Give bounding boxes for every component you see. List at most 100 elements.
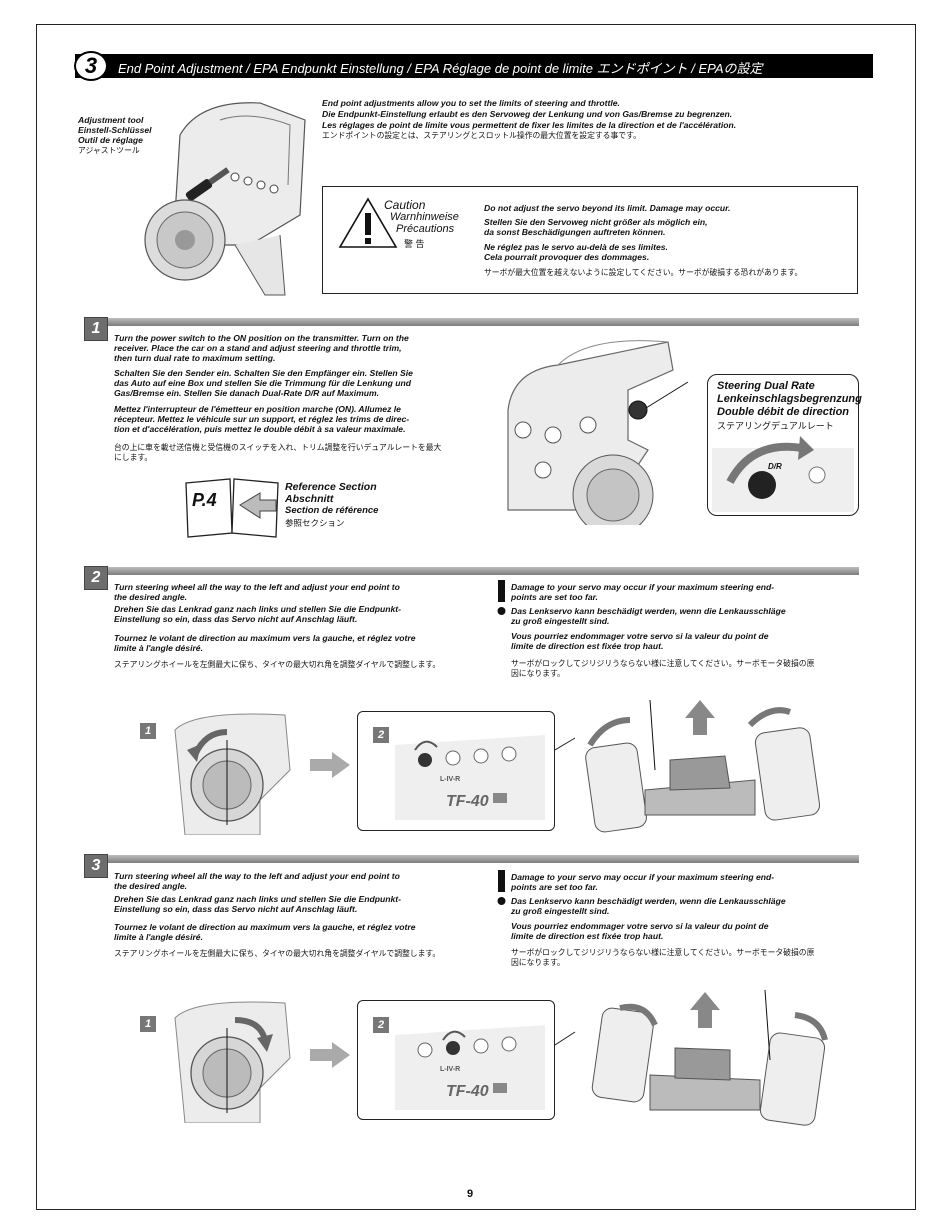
exclamation-icon [497,580,506,615]
warning-ja-2: 因になります。 [511,669,565,678]
step-1-text-de-2: das Auto auf eine Box und stellen Sie di… [114,378,411,388]
reference-book-icon [185,478,279,538]
adjustment-tool-label-en: Adjustment tool [78,115,144,125]
step-3-text-ja: ステアリングホイールを左側最大に保ち、タイヤの最大切れ角を調整ダイヤルで調整しま… [114,949,441,958]
step-1-text-fr-3: tion et d'accélération, puis mettez le d… [114,424,406,434]
reference-label-fr: Section de référence [285,505,379,516]
step-1-text-fr-2: récepteur. Mettez le véhicule sur un sup… [114,414,410,424]
step-2-text-en-1: Turn steering wheel all the way to the l… [114,582,400,592]
step-2-transmitter-model: TF-40 [446,793,489,810]
step-1-text-ja-2: にします。 [114,453,153,462]
adjustment-tool-label-de: Einstell-Schlüssel [78,125,152,135]
warning-triangle-icon [338,197,398,248]
intro-text-de: Die Endpunkt-Einstellung erlaubt es den … [322,109,733,119]
dual-rate-label-fr: Double débit de direction [717,406,850,418]
step-2-text-en-2: the desired angle. [114,592,188,602]
step-1-text-en-2: receiver. Place the car on a stand and a… [114,343,402,353]
step-3-sub-1-badge: 1 [140,1016,156,1032]
step-3-text-de-1: Drehen Sie das Lenkrad ganz nach links u… [114,894,401,904]
caution-label-ja: 警 告 [404,239,425,249]
reference-label-en: Reference Section [285,481,377,493]
step-3-bar [86,855,859,863]
warning-ja-2: 因になります。 [511,958,565,967]
caution-msg-de-2: da sonst Beschädigungen auftreten können… [484,227,666,237]
step-1-text-de-3: Gas/Bremse ein. Stellen Sie danach Dual-… [114,388,380,398]
step-1-text-en-3: then turn dual rate to maximum setting. [114,353,276,363]
dual-rate-label-ja: ステアリングデュアルレート [717,421,834,431]
warning-de-2: zu groß eingestellt sind. [511,616,610,626]
section-header-bar [75,54,873,78]
warning-ja-1: サーボがロックしてジリジリうならない様に注意してください。サーボモータ破損の原 [511,948,815,957]
step-3-text-fr-2: limite à l'angle désiré. [114,932,203,942]
step-3-text-de-2: Einstellung so ein, dass das Servo nicht… [114,904,358,914]
step-2-badge: 2 [84,566,108,590]
step-2-car-steering-illustration [555,699,821,833]
reference-label-de: Abschnitt [285,493,334,505]
next-arrow-icon [310,752,350,778]
section-title: End Point Adjustment / EPA Endpunkt Eins… [118,61,763,76]
next-arrow-icon [310,1042,350,1068]
reference-page: P.4 [192,490,217,510]
exclamation-icon [497,870,506,905]
warning-fr-1: Vous pourriez endommager votre servo si … [511,631,769,641]
warning-en-2: points are set too far. [511,882,598,892]
step-3-transmitter-model: TF-40 [446,1083,489,1100]
step-3-trim-panel-illustration [395,1025,545,1110]
step-3-car-steering-illustration [555,989,828,1126]
caution-msg-fr-2: Cela pourrait provoquer des dommages. [484,252,650,262]
step-2-trim-panel-illustration [395,735,545,820]
reference-label-ja: 参照セクション [285,518,345,528]
transmitter-dual-rate-illustration [507,340,689,525]
step-1-badge: 1 [84,317,108,341]
step-3-transmitter-brand: L-IV-R [440,1066,461,1073]
warning-en-2: points are set too far. [511,592,598,602]
step-3-sub-2-badge: 2 [373,1017,389,1033]
page-number: 9 [467,1188,474,1200]
dual-rate-label-en: Steering Dual Rate [717,380,815,392]
caution-msg-en: Do not adjust the servo beyond its limit… [484,203,731,213]
warning-ja-1: サーボがロックしてジリジリうならない様に注意してください。サーボモータ破損の原 [511,659,815,668]
warning-en-1: Damage to your servo may occur if your m… [511,582,775,592]
step-1-text-en-1: Turn the power switch to the ON position… [114,333,409,343]
warning-de-1: Das Lenkservo kann beschädigt werden, we… [511,606,786,616]
step-2-text-de-2: Einstellung so ein, dass das Servo nicht… [114,614,358,624]
step-2-bar [86,567,859,575]
intro-text-ja: エンドポイントの設定とは、ステアリングとスロットル操作の最大位置を設定する事です… [322,131,641,140]
section-number-badge: 3 [74,51,108,81]
step-2-sub-2-badge: 2 [373,727,389,743]
dual-rate-label-de: Lenkeinschlagsbegrenzung [717,393,862,405]
transmitter-with-tool-illustration [144,102,306,296]
caution-msg-de-1: Stellen Sie den Servoweg nicht größer al… [484,217,708,227]
step-3-text-en-2: the desired angle. [114,881,188,891]
caution-label-en: Caution [384,198,426,212]
step-2-sub-1-badge: 1 [140,723,156,739]
dual-rate-knob-label: D/R [768,462,782,471]
step-1-text-de-1: Schalten Sie den Sender ein. Schalten Si… [114,368,413,378]
intro-text-en: End point adjustments allow you to set t… [322,98,620,108]
page-frame [36,24,916,1210]
step-2-wheel-left-illustration [174,713,291,835]
step-3-wheel-right-illustration [174,1001,291,1123]
step-3-badge: 3 [84,854,108,878]
warning-de-1: Das Lenkservo kann beschädigt werden, we… [511,896,786,906]
intro-text-fr: Les réglages de point de limite vous per… [322,120,737,130]
step-2-text-fr-1: Tournez le volant de direction au maximu… [114,633,416,643]
step-2-text-ja: ステアリングホイールを左側最大に保ち、タイヤの最大切れ角を調整ダイヤルで調整しま… [114,660,441,669]
warning-fr-1: Vous pourriez endommager votre servo si … [511,921,769,931]
step-2-text-fr-2: limite à l'angle désiré. [114,643,203,653]
adjustment-tool-label-ja: アジャストツール [78,146,140,155]
caution-box [322,186,858,294]
caution-label-de: Warnhinweise [390,211,459,223]
step-2-transmitter-brand: L-IV-R [440,776,461,783]
dual-rate-knob-illustration [712,436,854,512]
caution-label-fr: Précautions [396,223,455,235]
warning-de-2: zu groß eingestellt sind. [511,906,610,916]
step-3-text-en-1: Turn steering wheel all the way to the l… [114,871,400,881]
step-3-text-fr-1: Tournez le volant de direction au maximu… [114,922,416,932]
step-1-bar [86,318,859,326]
step-2-text-de-1: Drehen Sie das Lenkrad ganz nach links u… [114,604,401,614]
warning-fr-2: limite de direction est fixée trop haut. [511,931,664,941]
adjustment-tool-label-fr: Outil de réglage [78,135,143,145]
caution-msg-fr-1: Ne réglez pas le servo au-delà de ses li… [484,242,668,252]
step-1-text-fr-1: Mettez l'interrupteur de l'émetteur en p… [114,404,401,414]
